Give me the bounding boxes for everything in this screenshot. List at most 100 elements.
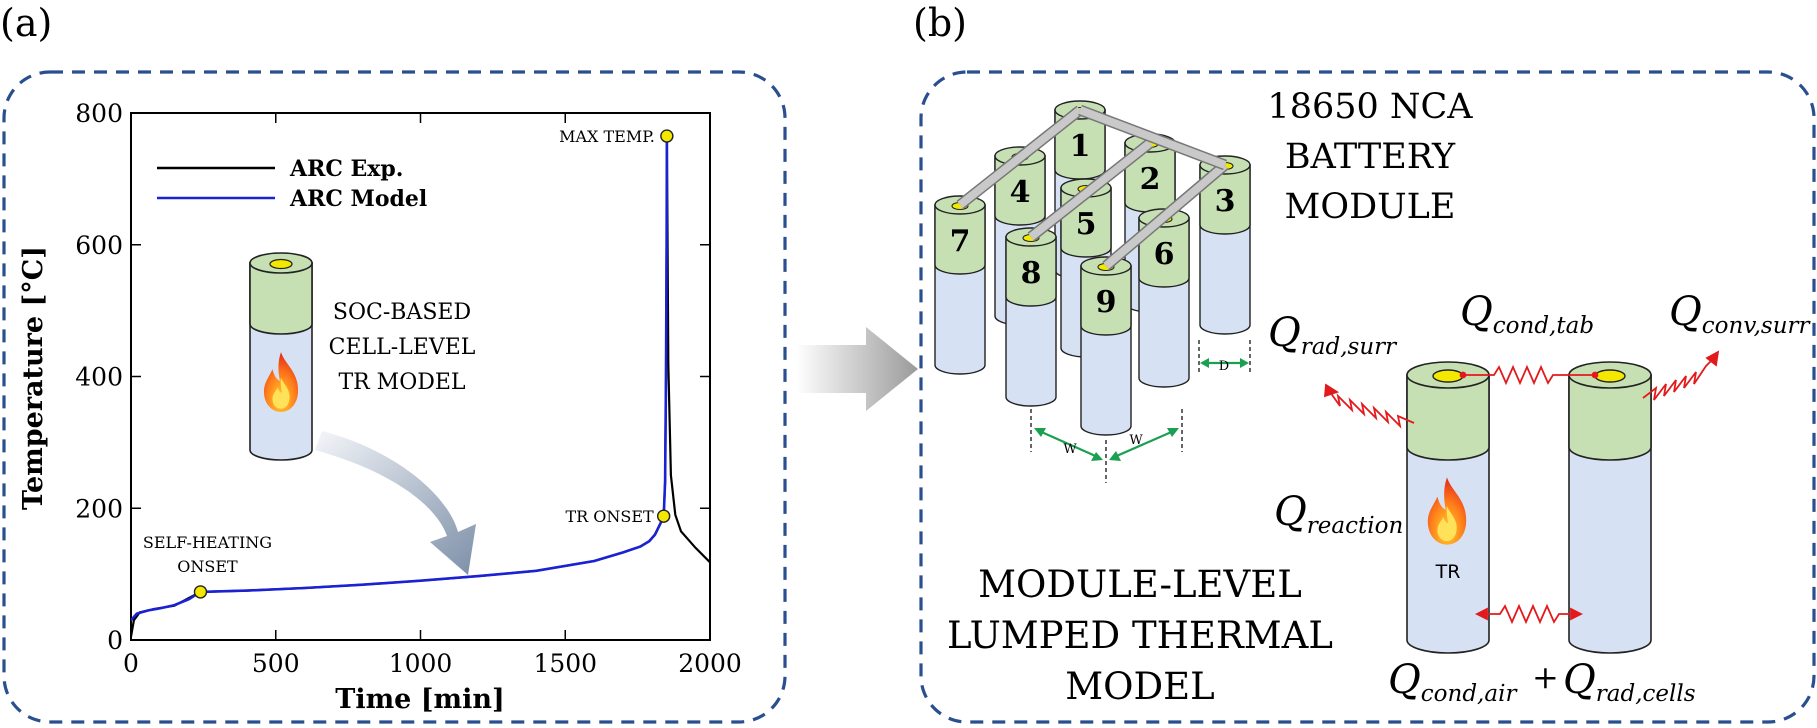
x-tick-label: 1000 (389, 649, 453, 678)
dim-w-arrowhead-2 (1091, 452, 1103, 461)
module-tab-bar (957, 106, 1083, 209)
dim-w-label-2: W (1129, 433, 1143, 448)
inset-text-line2: CELL-LEVEL (329, 335, 476, 360)
y-tick-label: 400 (75, 363, 123, 392)
cond-tab-node-2 (1591, 371, 1599, 379)
module-cell-number: 8 (1021, 256, 1042, 291)
rad-surr-arrowhead (1323, 383, 1340, 398)
panel-arrow-icon (796, 327, 918, 411)
model-title-line1: MODULE-LEVEL (978, 563, 1302, 606)
q-conv-surr: Qconv,surr (1669, 289, 1812, 339)
x-tick-label: 500 (252, 649, 300, 678)
heat-term-labels: Qrad,surr Qcond,tab Qconv,surr Qreaction… (1268, 289, 1812, 707)
cond-tab-node-1 (1459, 371, 1467, 379)
inset-cell-top-band (249, 262, 313, 335)
dimension-markers: W W D (1030, 340, 1251, 483)
q-cond-air: Qcond,air (1388, 657, 1518, 707)
module-title-line3: MODULE (1285, 187, 1456, 227)
x-tick-label: 0 (123, 649, 139, 678)
module-tab-bar (1028, 139, 1153, 241)
y-tick-label: 800 (75, 99, 123, 128)
dim-w-arrowhead-1 (1034, 428, 1046, 437)
panel-b-border (919, 70, 1816, 724)
marker-point (656, 509, 671, 523)
x-tick-label: 1500 (533, 649, 597, 678)
marker-label: ONSET (177, 557, 238, 576)
rad-cells-path (1484, 603, 1574, 625)
tr-cell-terminal-icon (1432, 369, 1464, 383)
module-title-line1: 18650 NCA (1267, 87, 1473, 127)
battery-module: 1 4 2 5 3 7 6 8 9 (934, 100, 1251, 436)
module-cell-number: 6 (1154, 237, 1175, 272)
curved-arrow-icon (315, 431, 476, 575)
plot-frame (130, 112, 711, 641)
dim-d-label: D (1219, 359, 1229, 374)
neighbor-cell-top-band (1568, 374, 1652, 461)
inset-text-line1: SOC-BASED (333, 300, 471, 325)
y-axis-label: Temperature [°C] (18, 246, 49, 510)
conv-surr-arrowhead (1705, 350, 1720, 367)
y-tick-label: 600 (75, 231, 123, 260)
x-axis-label: Time [min] (335, 684, 505, 715)
arc-chart: 0 500 1000 1500 2000 0 200 400 600 800 Time [min… (18, 99, 742, 715)
x-tick-label: 2000 (678, 649, 742, 678)
dim-w-arrowhead-4 (1167, 428, 1179, 437)
module-cell-number: 3 (1215, 184, 1236, 219)
module-cell-number: 1 (1070, 129, 1091, 164)
marker-label: TR ONSET (565, 507, 654, 526)
marker-point (660, 129, 674, 143)
chart-markers: SELF-HEATING ONSET TR ONSET MAX TEMP. (143, 127, 674, 599)
conv-surr-path (1642, 359, 1713, 401)
y-axis-ticks: 0 200 400 600 800 (75, 99, 710, 655)
y-tick-label: 0 (107, 626, 123, 655)
dim-d-arrowhead-1 (1200, 358, 1209, 368)
q-cond-tab: Qcond,tab (1460, 289, 1594, 339)
module-cell-9: 9 (1080, 256, 1132, 436)
inset-text-line3: TR MODEL (338, 370, 465, 395)
marker-point (193, 585, 208, 599)
dim-w-arrow-left (1036, 428, 1101, 460)
q-reaction: Qreaction (1274, 489, 1403, 539)
panel-a-label: (a) (0, 1, 52, 45)
model-title-line2: LUMPED THERMAL (947, 614, 1333, 657)
rad-cells-arrowhead-1 (1474, 607, 1488, 621)
heat-plus-sign: + (1532, 658, 1559, 696)
tr-cell-top-band (1406, 374, 1490, 461)
module-cell-number: 2 (1140, 162, 1161, 197)
cond-tab-path (1463, 364, 1595, 386)
legend-label-arc-exp: ARC Exp. (289, 156, 403, 182)
q-rad-cells: Qrad,cells (1563, 657, 1696, 707)
module-tab-bar (1103, 161, 1228, 270)
rad-cells-arrowhead-2 (1570, 607, 1584, 621)
module-cell-band (1138, 217, 1190, 288)
module-cell-band (934, 204, 986, 275)
module-tab-bar (1078, 106, 1227, 169)
q-rad-surr: Qrad,surr (1268, 310, 1398, 360)
module-cell-band (1005, 236, 1057, 307)
dim-w-arrowhead-3 (1109, 451, 1121, 461)
panel-b-label: (b) (913, 1, 967, 45)
module-cell-number: 9 (1096, 285, 1117, 320)
module-cell-8: 8 (1005, 227, 1057, 407)
neighbor-cell-terminal-icon (1594, 369, 1626, 383)
module-cell-number: 7 (950, 224, 971, 259)
module-title: 18650 NCA BATTERY MODULE (1267, 87, 1473, 227)
model-title-line3: MODEL (1065, 665, 1214, 708)
module-cell-number: 4 (1010, 175, 1031, 210)
heat-paths (1323, 350, 1720, 625)
lumped-model-cells: TR (1406, 361, 1652, 654)
marker-label: MAX TEMP. (559, 127, 655, 146)
marker-label: SELF-HEATING (143, 533, 272, 552)
tr-cell-label: TR (1435, 561, 1461, 583)
x-axis-ticks: 0 500 1000 1500 2000 (123, 113, 742, 678)
y-tick-label: 200 (75, 494, 123, 523)
module-title-line2: BATTERY (1285, 137, 1456, 177)
module-cell-number: 5 (1076, 207, 1097, 242)
module-cell-band (1080, 265, 1132, 336)
dim-d-arrowhead-2 (1240, 358, 1249, 368)
rad-surr-path (1329, 391, 1415, 429)
inset-terminal-icon (269, 258, 293, 270)
dim-w-arrow-right (1111, 428, 1177, 460)
legend-label-arc-model: ARC Model (289, 186, 427, 212)
